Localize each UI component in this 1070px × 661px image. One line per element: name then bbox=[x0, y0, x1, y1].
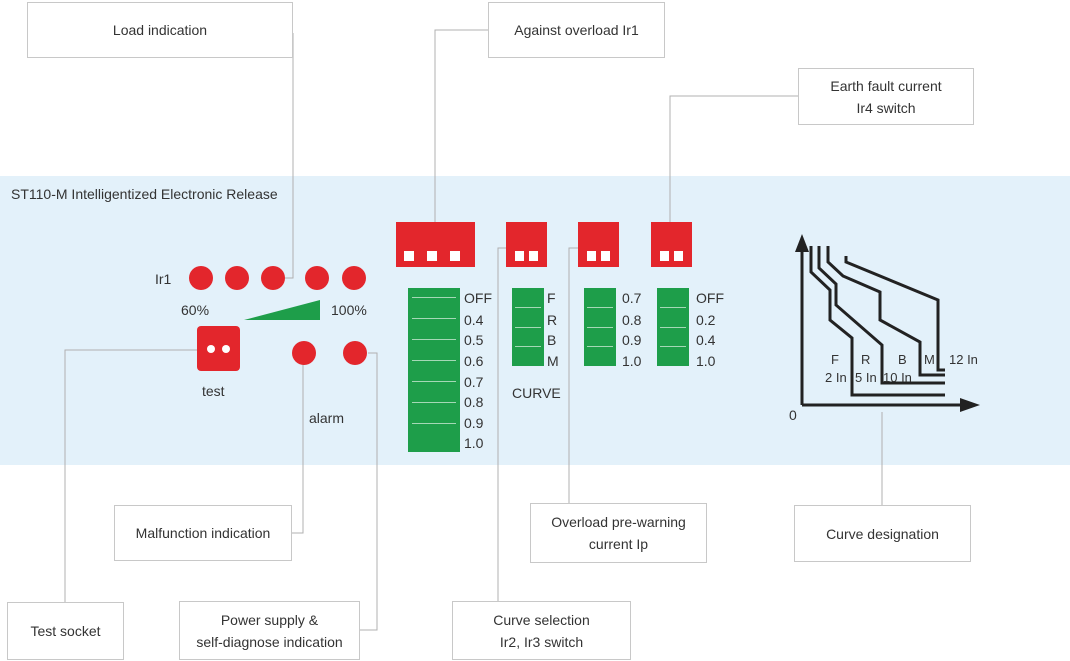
ir4-option: OFF bbox=[696, 290, 724, 306]
against-overload-callout: Against overload Ir1 bbox=[488, 2, 665, 58]
load-led-2 bbox=[225, 266, 249, 290]
test-label: test bbox=[202, 383, 225, 399]
curve-multiple: 10 In bbox=[883, 370, 912, 385]
curve-selector-switch[interactable] bbox=[506, 222, 547, 267]
ir1-option: 0.8 bbox=[464, 394, 484, 410]
curve-multiple: 5 In bbox=[855, 370, 877, 385]
malfunction-callout: Malfunction indication bbox=[114, 505, 292, 561]
ir1-selector-switch[interactable] bbox=[396, 222, 475, 267]
curve-letter: M bbox=[924, 352, 935, 367]
curve-selection-callout: Curve selection Ir2, Ir3 switch bbox=[452, 601, 631, 660]
curve-label: CURVE bbox=[512, 385, 561, 401]
curve-multiple: 12 In bbox=[949, 352, 978, 367]
ir1-option: 0.4 bbox=[464, 312, 484, 328]
socket-pin-icon bbox=[207, 345, 215, 353]
test-socket[interactable] bbox=[197, 326, 240, 371]
curve-dip-table bbox=[512, 288, 544, 366]
ir4-dip-table bbox=[657, 288, 689, 366]
ir4-option: 0.4 bbox=[696, 332, 716, 348]
curve-option: M bbox=[547, 353, 559, 369]
ir1-dip-table bbox=[408, 288, 460, 452]
load-led-1 bbox=[189, 266, 213, 290]
curve-chart-lines bbox=[800, 246, 962, 407]
curve-option: B bbox=[547, 332, 557, 348]
load-indication-callout: Load indication bbox=[27, 2, 293, 58]
pct-low-label: 60% bbox=[181, 302, 210, 318]
power-supply-callout: Power supply & self-diagnose indication bbox=[179, 601, 360, 660]
alarm-label: alarm bbox=[309, 410, 345, 426]
curve-option: R bbox=[547, 312, 558, 328]
test-socket-callout: Test socket bbox=[7, 602, 124, 660]
curve-letter: B bbox=[898, 352, 907, 367]
load-led-3 bbox=[261, 266, 285, 290]
panel-title: ST110-M Intelligentized Electronic Relea… bbox=[11, 186, 278, 202]
curve-designation-callout: Curve designation bbox=[794, 505, 971, 562]
ir1-option: 0.7 bbox=[464, 374, 484, 390]
socket-pin-icon bbox=[222, 345, 230, 353]
curve-chart-arrows bbox=[795, 234, 980, 412]
ir4-option: 1.0 bbox=[696, 353, 716, 369]
ir1-option: 0.6 bbox=[464, 353, 484, 369]
load-ramp-icon bbox=[244, 300, 320, 320]
ir1-label: Ir1 bbox=[155, 271, 172, 287]
ir4-selector-switch[interactable] bbox=[651, 222, 692, 267]
power-supply-led bbox=[343, 341, 367, 365]
curve-letter: F bbox=[831, 352, 839, 367]
earth-fault-callout: Earth fault current Ir4 switch bbox=[798, 68, 974, 125]
malfunction-led bbox=[292, 341, 316, 365]
ir4-option: 0.2 bbox=[696, 312, 716, 328]
ir1-option: 1.0 bbox=[464, 435, 484, 451]
ip-option: 0.8 bbox=[622, 312, 642, 328]
ir1-option: OFF bbox=[464, 290, 492, 306]
overload-prewarning-callout: Overload pre-warning current Ip bbox=[530, 503, 707, 563]
ip-option: 1.0 bbox=[622, 353, 642, 369]
ir1-option: 0.5 bbox=[464, 332, 484, 348]
load-led-4 bbox=[305, 266, 329, 290]
pct-high-label: 100% bbox=[331, 302, 367, 318]
curve-chart-origin: 0 bbox=[789, 407, 797, 423]
ir1-option: 0.9 bbox=[464, 415, 484, 431]
ip-dip-table bbox=[584, 288, 616, 366]
curve-option: F bbox=[547, 290, 556, 306]
curve-multiple: 2 In bbox=[825, 370, 847, 385]
ip-selector-switch[interactable] bbox=[578, 222, 619, 267]
load-led-5 bbox=[342, 266, 366, 290]
curve-letter: R bbox=[861, 352, 871, 367]
ip-option: 0.9 bbox=[622, 332, 642, 348]
ip-option: 0.7 bbox=[622, 290, 642, 306]
